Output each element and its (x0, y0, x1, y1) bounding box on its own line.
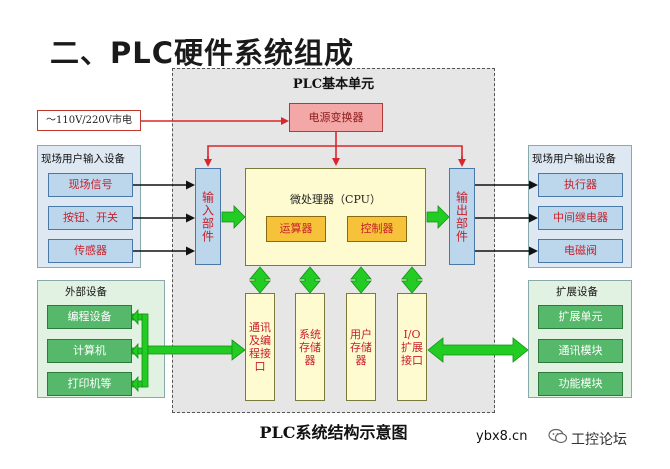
expansion-item-comm-module: 通讯模块 (538, 339, 623, 363)
page-title: 二、PLC硬件系统组成 (50, 36, 355, 70)
expansion-item-unit: 扩展单元 (538, 305, 623, 329)
module-system-memory: 系统存储器 (295, 293, 325, 401)
io-expansion-to-expansion-arrow (427, 337, 529, 363)
cpu-to-output-arrow (426, 205, 450, 229)
output-item-solenoid-valve: 电磁阀 (538, 239, 623, 263)
output-unit: 输出部件 (449, 168, 475, 265)
expansion-item-function-module: 功能模块 (538, 372, 623, 396)
output-item-relay: 中间继电器 (538, 206, 623, 230)
output-devices-title: 现场用户输出设备 (532, 153, 616, 165)
input-item-sensor: 传感器 (48, 239, 133, 263)
module-user-memory: 用户存储器 (346, 293, 376, 401)
module-io-expansion-interface: I/O扩展接口 (397, 293, 427, 401)
cpu-title: 微处理器（CPU） (290, 193, 381, 206)
cpu-module-bus-arrows (249, 266, 423, 294)
module-comm-programming-interface: 通讯及编程接口 (245, 293, 275, 401)
wechat-icon (548, 428, 568, 444)
external-to-comm-arrow (131, 308, 246, 393)
input-to-cpu-arrow (221, 205, 246, 229)
watermark-forum: 工控论坛 (571, 432, 627, 448)
output-signal-arrows (475, 180, 538, 256)
power-converter-box: 电源变换器 (289, 103, 383, 132)
external-devices-title: 外部设备 (65, 286, 107, 298)
input-item-buttons-switches: 按钮、开关 (48, 206, 133, 230)
expansion-devices-title: 扩展设备 (556, 286, 598, 298)
cpu-controller: 控制器 (347, 216, 407, 242)
external-item-computer: 计算机 (47, 339, 132, 363)
red-power-line (141, 117, 466, 167)
plc-basic-unit-label: PLC基本单元 (292, 77, 375, 92)
diagram-caption: PLC系统结构示意图 (259, 423, 408, 442)
output-item-actuator: 执行器 (538, 173, 623, 197)
mains-power-box: ～110V/220V市电 (37, 110, 141, 131)
external-item-printer: 打印机等 (47, 372, 132, 396)
input-signal-arrows (133, 180, 195, 256)
input-unit: 输入部件 (195, 168, 221, 265)
cpu-alu: 运算器 (266, 216, 326, 242)
external-item-programming: 编程设备 (47, 305, 132, 329)
watermark-site: ybx8.cn (476, 429, 528, 444)
input-item-field-signal: 现场信号 (48, 173, 133, 197)
input-devices-title: 现场用户输入设备 (41, 153, 125, 165)
